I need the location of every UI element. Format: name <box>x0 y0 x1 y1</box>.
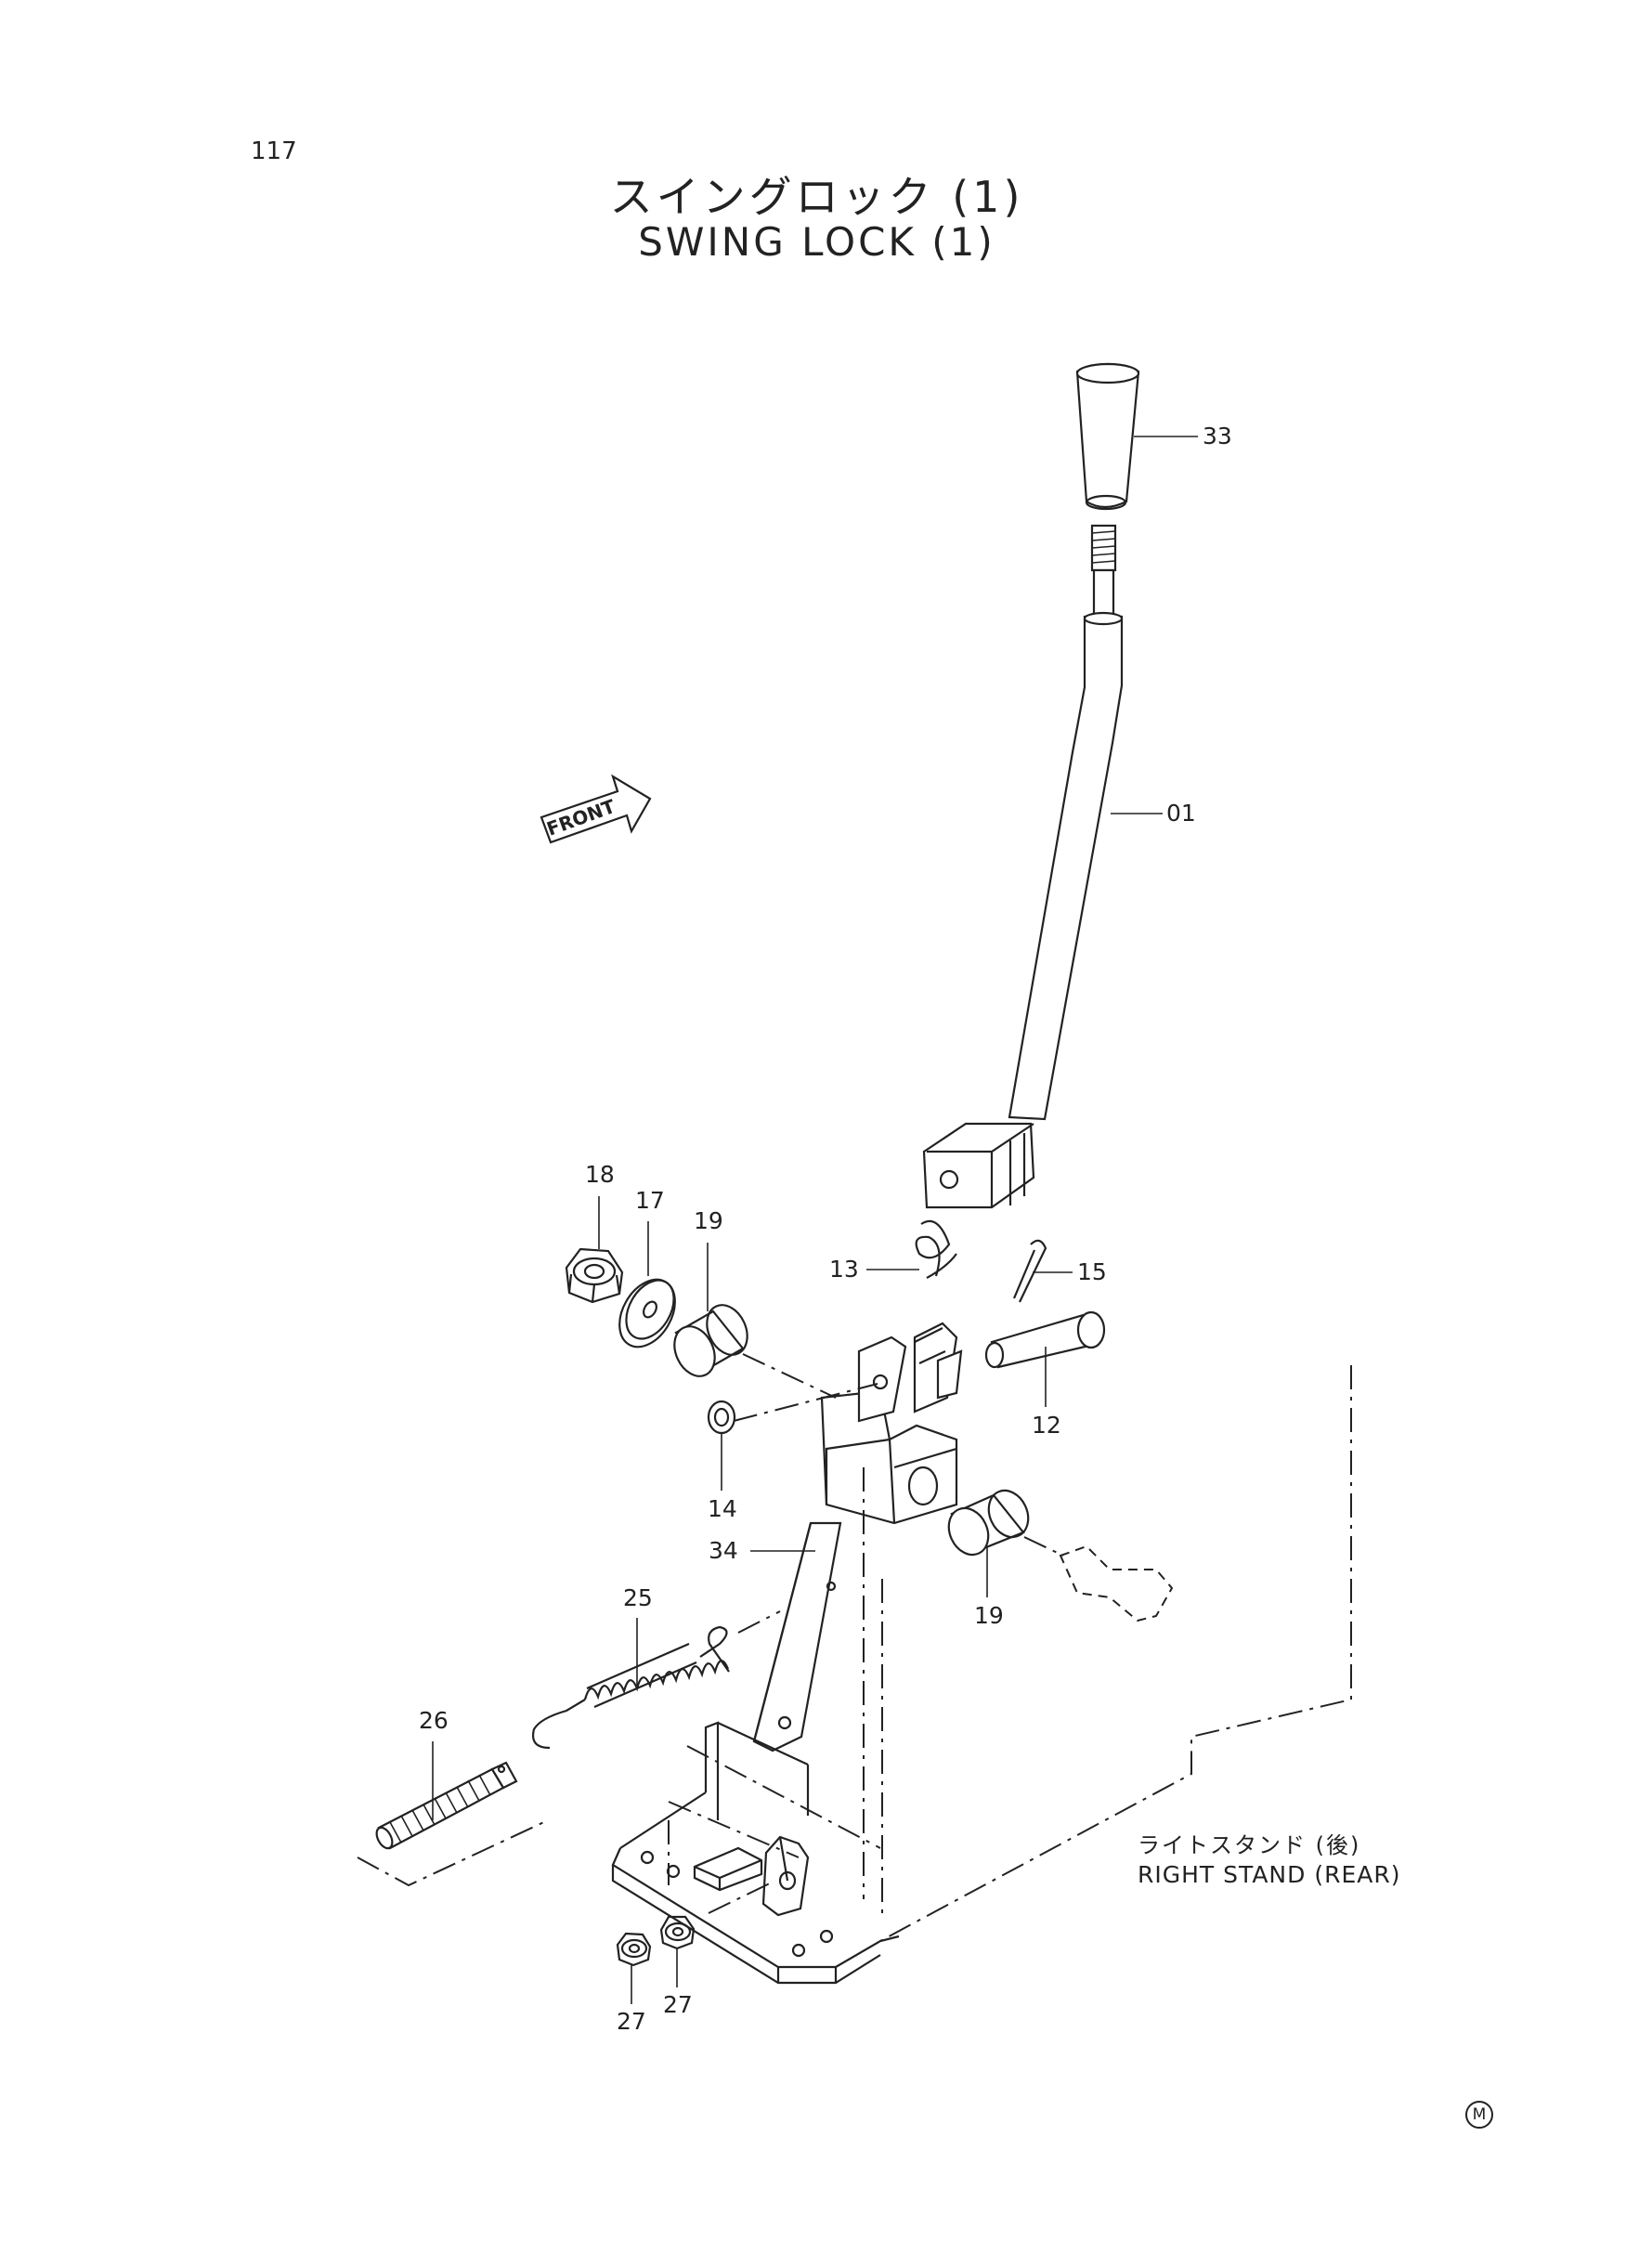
bushing-upper <box>673 1304 748 1377</box>
tension-spring <box>532 1625 730 1750</box>
callout-15: 15 <box>1077 1258 1107 1285</box>
front-arrow: FRONT <box>540 774 652 844</box>
spring-clip <box>915 1219 957 1279</box>
lever-rod <box>922 611 1124 1209</box>
callout-19-upper: 19 <box>694 1207 723 1234</box>
callout-26: 26 <box>419 1707 449 1734</box>
stand-label-english: RIGHT STAND (REAR) <box>1138 1861 1401 1888</box>
corner-m-mark: M <box>1465 2101 1493 2129</box>
lock-bracket <box>752 1322 963 1752</box>
clevis-pin <box>984 1310 1106 1369</box>
small-washer <box>707 1400 736 1435</box>
threaded-rod <box>375 1761 518 1850</box>
diagram-title-japanese: スイングロック (1) <box>609 172 1024 222</box>
front-arrow-label: FRONT <box>544 795 618 840</box>
callout-17: 17 <box>635 1187 665 1214</box>
callout-12: 12 <box>1032 1412 1061 1439</box>
bushing-lower <box>947 1489 1030 1557</box>
callout-14: 14 <box>708 1495 737 1522</box>
diagram-title-english: SWING LOCK (1) <box>638 219 995 265</box>
cotter-pin <box>1012 1239 1047 1303</box>
flat-washer <box>618 1278 676 1348</box>
callout-18: 18 <box>585 1161 615 1188</box>
callout-27-left: 27 <box>617 2008 646 2035</box>
callout-01: 01 <box>1166 800 1196 827</box>
lever-knob <box>1075 362 1140 511</box>
page-number: 117 <box>251 137 297 165</box>
callout-19-lower: 19 <box>974 1602 1004 1629</box>
threaded-tip <box>1090 524 1117 619</box>
callout-25: 25 <box>623 1584 653 1611</box>
callout-33: 33 <box>1203 423 1232 449</box>
lock-nut-left <box>616 1932 652 1967</box>
right-stand-phantom <box>357 1365 1352 1942</box>
callout-27-right: 27 <box>663 1991 693 2018</box>
callout-13: 13 <box>829 1256 859 1283</box>
assembly-centerlines <box>708 1353 1064 1914</box>
callout-leaders <box>432 436 1198 2004</box>
mounting-base <box>611 1721 900 1985</box>
mating-part-phantom <box>1059 1544 1174 1622</box>
hex-nut <box>565 1247 624 1304</box>
callout-34: 34 <box>709 1537 738 1564</box>
stand-label-japanese: ライトスタンド (後) <box>1138 1832 1361 1858</box>
